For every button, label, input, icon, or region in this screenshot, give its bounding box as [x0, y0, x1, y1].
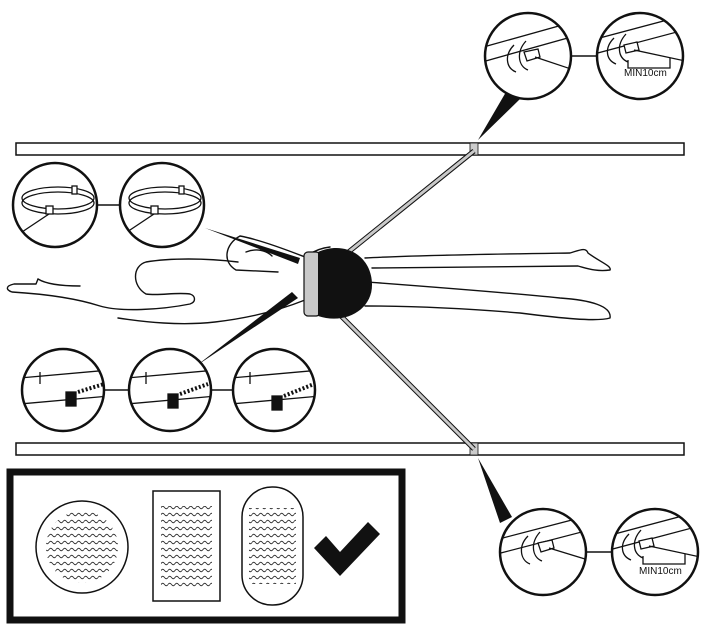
detail-clip-bottom-right: MIN10cm — [610, 507, 700, 597]
detail-clip-bottom-left — [498, 507, 588, 597]
pool-lane-top — [15, 142, 685, 156]
detail-waist-strap-1 — [11, 161, 99, 249]
check-icon — [314, 522, 380, 576]
approved-shapes-panel — [6, 468, 406, 624]
callout-pointer-waist — [205, 228, 300, 264]
callout-pointer-bottom — [478, 458, 512, 523]
min-distance-label-bottom: MIN10cm — [639, 566, 682, 577]
detail-buckle-2 — [127, 347, 213, 433]
detail-buckle-3 — [231, 347, 317, 433]
detail-clip-top-right: MIN10cm — [595, 11, 685, 101]
detail-waist-strap-2 — [118, 161, 206, 249]
pool-lane-bottom — [15, 442, 685, 456]
waist-belt — [303, 247, 372, 319]
min-distance-label-top: MIN10cm — [624, 68, 667, 79]
detail-buckle-1 — [20, 347, 106, 433]
detail-clip-top-left — [483, 11, 573, 101]
callout-pointer-top — [478, 92, 520, 140]
